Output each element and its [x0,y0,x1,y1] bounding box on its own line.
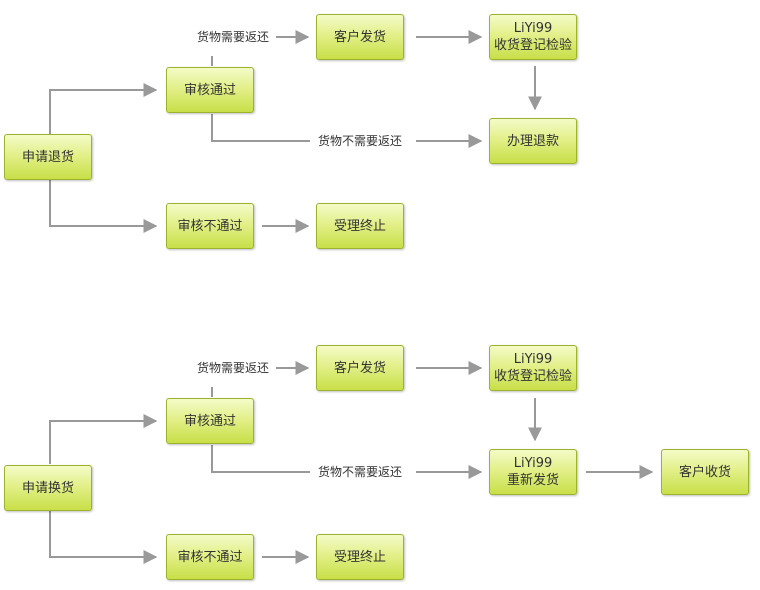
exchange-label-no-return: 货物不需要返还 [316,464,405,480]
exchange-label-need-return: 货物需要返还 [195,360,272,376]
exchange-start-node: 申请换货 [4,465,92,511]
return-refund-label: 办理退款 [506,133,559,149]
exchange-rejected-node: 审核不通过 [166,534,254,580]
return-terminate-node: 受理终止 [316,203,404,249]
connector-exchange-approved-down [211,445,310,473]
return-inspect-label-line1: LiYi99 [513,21,553,36]
exchange-inspect-label-line1: LiYi99 [513,352,553,367]
arrow-return-start-to-rejected [49,180,158,233]
arrow-exchange-start-to-rejected [49,510,158,564]
return-label-no-return: 货物不需要返还 [316,133,405,149]
exchange-reship-label-line1: LiYi99 [513,456,553,471]
exchange-approved-label: 审核通过 [183,413,236,429]
return-inspect-label-line2: 收货登记检验 [493,38,572,53]
return-start-label: 申请退货 [21,149,74,165]
exchange-start-label: 申请换货 [21,480,74,496]
return-rejected-node: 审核不通过 [166,203,254,249]
return-refund-node: 办理退款 [489,118,577,164]
exchange-terminate-label: 受理终止 [333,549,386,565]
exchange-customer-ship-label: 客户发货 [333,360,386,376]
return-customer-ship-label: 客户发货 [333,29,386,45]
connector-return-approved-down [211,114,310,142]
exchange-customer-receive-label: 客户收货 [678,464,731,480]
arrow-return-start-to-approved [49,83,158,134]
return-approved-label: 审核通过 [183,82,236,98]
exchange-approved-node: 审核通过 [166,398,254,444]
return-start-node: 申请退货 [4,134,92,180]
return-inspect-node: LiYi99 收货登记检验 [489,14,577,60]
exchange-reship-label-line2: 重新发货 [506,473,559,488]
arrow-exchange-start-to-approved [49,414,158,464]
exchange-customer-ship-node: 客户发货 [316,345,404,391]
exchange-inspect-label-line2: 收货登记检验 [493,369,572,384]
exchange-customer-receive-node: 客户收货 [661,449,749,495]
return-rejected-label: 审核不通过 [177,218,243,234]
exchange-terminate-node: 受理终止 [316,534,404,580]
return-customer-ship-node: 客户发货 [316,14,404,60]
return-approved-node: 审核通过 [166,67,254,113]
return-label-need-return: 货物需要返还 [195,29,272,45]
exchange-rejected-label: 审核不通过 [177,549,243,565]
exchange-inspect-node: LiYi99 收货登记检验 [489,345,577,391]
return-terminate-label: 受理终止 [333,218,386,234]
exchange-reship-node: LiYi99 重新发货 [489,449,577,495]
